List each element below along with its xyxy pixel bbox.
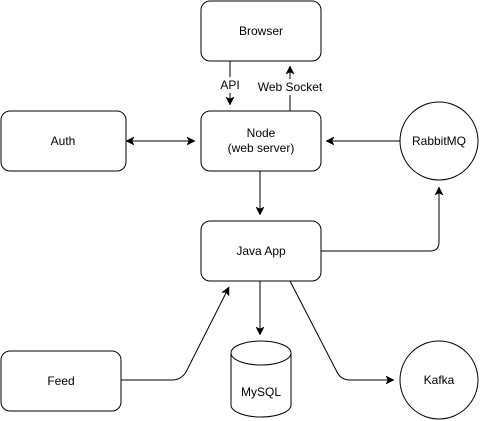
node-rabbitmq-shape bbox=[399, 101, 479, 181]
edge-label-api: API bbox=[220, 78, 239, 92]
node-java-app: Java App bbox=[200, 220, 322, 282]
node-auth-label: Auth bbox=[51, 134, 76, 148]
edge-label-web-socket: Web Socket bbox=[258, 80, 323, 94]
node-browser-label: Browser bbox=[239, 24, 283, 38]
node-feed-label: Feed bbox=[47, 374, 74, 388]
node-auth: Auth bbox=[0, 110, 127, 172]
node-node-shape bbox=[200, 110, 322, 172]
node-feed: Feed bbox=[0, 350, 122, 412]
node-auth-shape bbox=[0, 110, 127, 172]
node-mysql: MySQL bbox=[230, 340, 292, 418]
node-kafka-label: Kafka bbox=[424, 373, 455, 387]
node-rabbitmq: RabbitMQ bbox=[399, 101, 479, 181]
edge-java-app-to-kafka bbox=[289, 280, 394, 380]
node-feed-shape bbox=[0, 350, 122, 412]
node-node-label-line1: Node bbox=[247, 126, 276, 140]
node-mysql-shape bbox=[230, 340, 292, 418]
node-mysql-top-rim bbox=[230, 352, 292, 366]
node-kafka: Kafka bbox=[399, 340, 479, 420]
edge-java-app-to-rabbitmq bbox=[321, 187, 439, 252]
node-node-label-line2: (web server) bbox=[228, 141, 295, 155]
node-browser: Browser bbox=[200, 0, 322, 62]
node-mysql-label: MySQL bbox=[241, 385, 281, 399]
node-java-app-shape bbox=[200, 220, 322, 282]
node-kafka-shape bbox=[399, 340, 479, 420]
node-rabbitmq-label: RabbitMQ bbox=[412, 134, 466, 148]
node-java-app-label: Java App bbox=[236, 244, 286, 258]
node-browser-shape bbox=[200, 0, 322, 62]
edge-feed-to-java-app bbox=[121, 287, 230, 381]
node-node-web-server: Node (web server) bbox=[200, 110, 322, 172]
